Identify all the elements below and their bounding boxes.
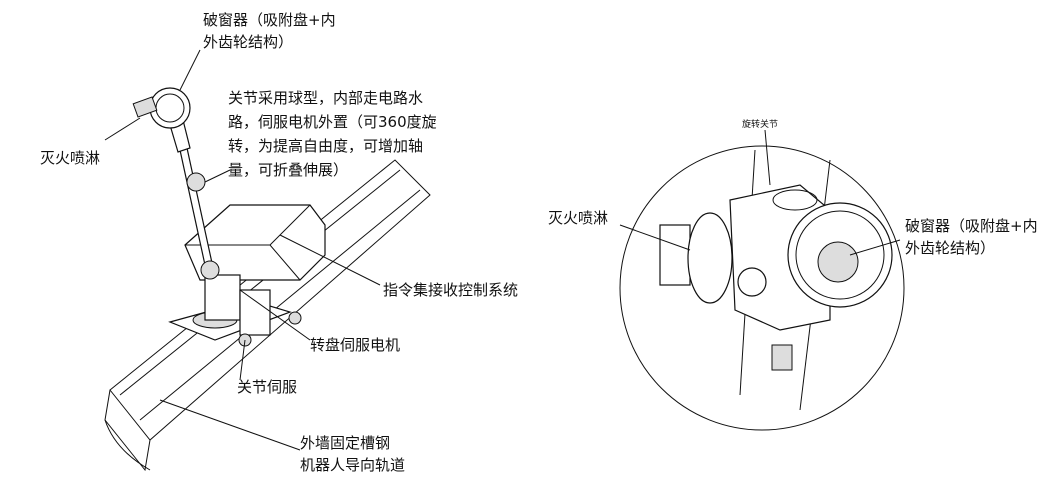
label-guide-rail: 机器人导向轨道: [300, 456, 406, 474]
label-sprinkler-right: 灭火喷淋: [548, 209, 609, 227]
label-joint-desc-4: 量，可折叠伸展）: [228, 161, 349, 179]
label-joint-servo: 关节伺服: [237, 378, 298, 396]
label-window-breaker-right-1: 破窗器（吸附盘+内: [905, 217, 1038, 235]
label-window-breaker-right-2: 外齿轮结构）: [905, 239, 996, 257]
label-turntable-servo: 转盘伺服电机: [310, 336, 401, 354]
label-rotary-joint: 旋转关节: [742, 120, 779, 130]
label-window-breaker-1: 破窗器（吸附盘+内: [203, 11, 336, 29]
label-joint-desc-2: 路，伺服电机外置（可360度旋: [228, 113, 437, 131]
detail-view: [619, 145, 905, 431]
leader-lines-left: [104, 49, 381, 451]
label-channel-steel: 外墙固定槽钢: [300, 434, 391, 452]
label-sprinkler: 灭火喷淋: [40, 149, 101, 167]
robot-arm: [132, 87, 220, 280]
turntable-base: [168, 274, 302, 347]
control-box: [184, 204, 326, 281]
label-control-system: 指令集接收控制系统: [383, 281, 519, 299]
label-joint-desc-1: 关节采用球型，内部走电路水: [228, 89, 424, 107]
label-window-breaker-2: 外齿轮结构）: [203, 33, 294, 51]
leader-lines-right: [619, 129, 901, 256]
label-joint-desc-3: 转，为提高自由度，可增加轴: [228, 137, 424, 155]
